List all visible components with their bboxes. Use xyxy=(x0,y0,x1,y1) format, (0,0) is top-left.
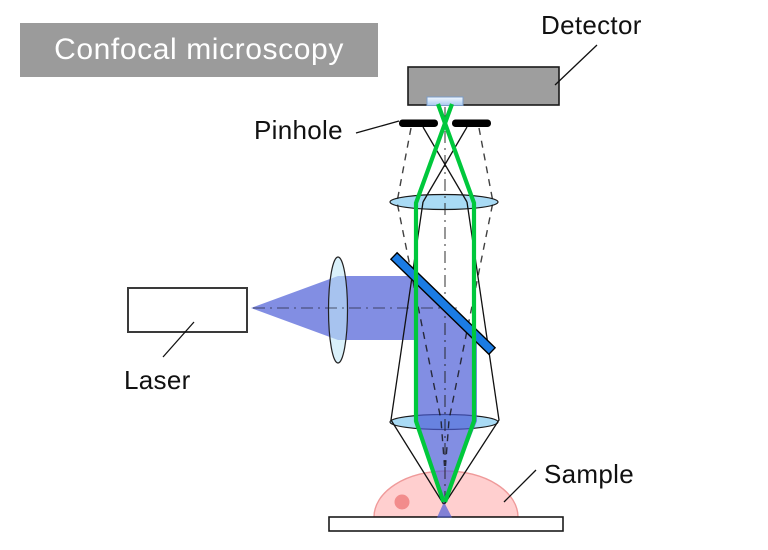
pinhole-label: Pinhole xyxy=(254,115,343,145)
detector-label: Detector xyxy=(541,10,642,40)
beam-expander-lens xyxy=(327,256,349,364)
fluorescence-rays xyxy=(413,103,477,503)
pinhole-right-bar xyxy=(452,119,491,127)
title-banner: Confocal microscopy xyxy=(20,23,378,77)
laser-beam xyxy=(251,276,477,504)
fluorescence-ray-right xyxy=(436,103,477,503)
sample-label: Sample xyxy=(544,459,634,489)
detector-pointer-line xyxy=(554,44,598,86)
detector-window xyxy=(426,96,464,106)
laser-pointer-line xyxy=(162,321,195,358)
stage xyxy=(328,516,564,532)
laser-label: Laser xyxy=(124,365,191,395)
pinhole-pointer-line xyxy=(355,120,400,134)
fluorescence-ray-left xyxy=(413,103,454,503)
focus-spot-triangle xyxy=(437,502,452,518)
pinhole-left-bar xyxy=(399,119,438,127)
label-pointer-lines xyxy=(162,44,598,503)
sample-nucleus xyxy=(394,494,410,510)
sample-pointer-line xyxy=(503,469,537,503)
out-of-focus-dashed-rays xyxy=(396,127,494,467)
tube-lens xyxy=(389,193,499,211)
laser-box xyxy=(127,287,248,333)
